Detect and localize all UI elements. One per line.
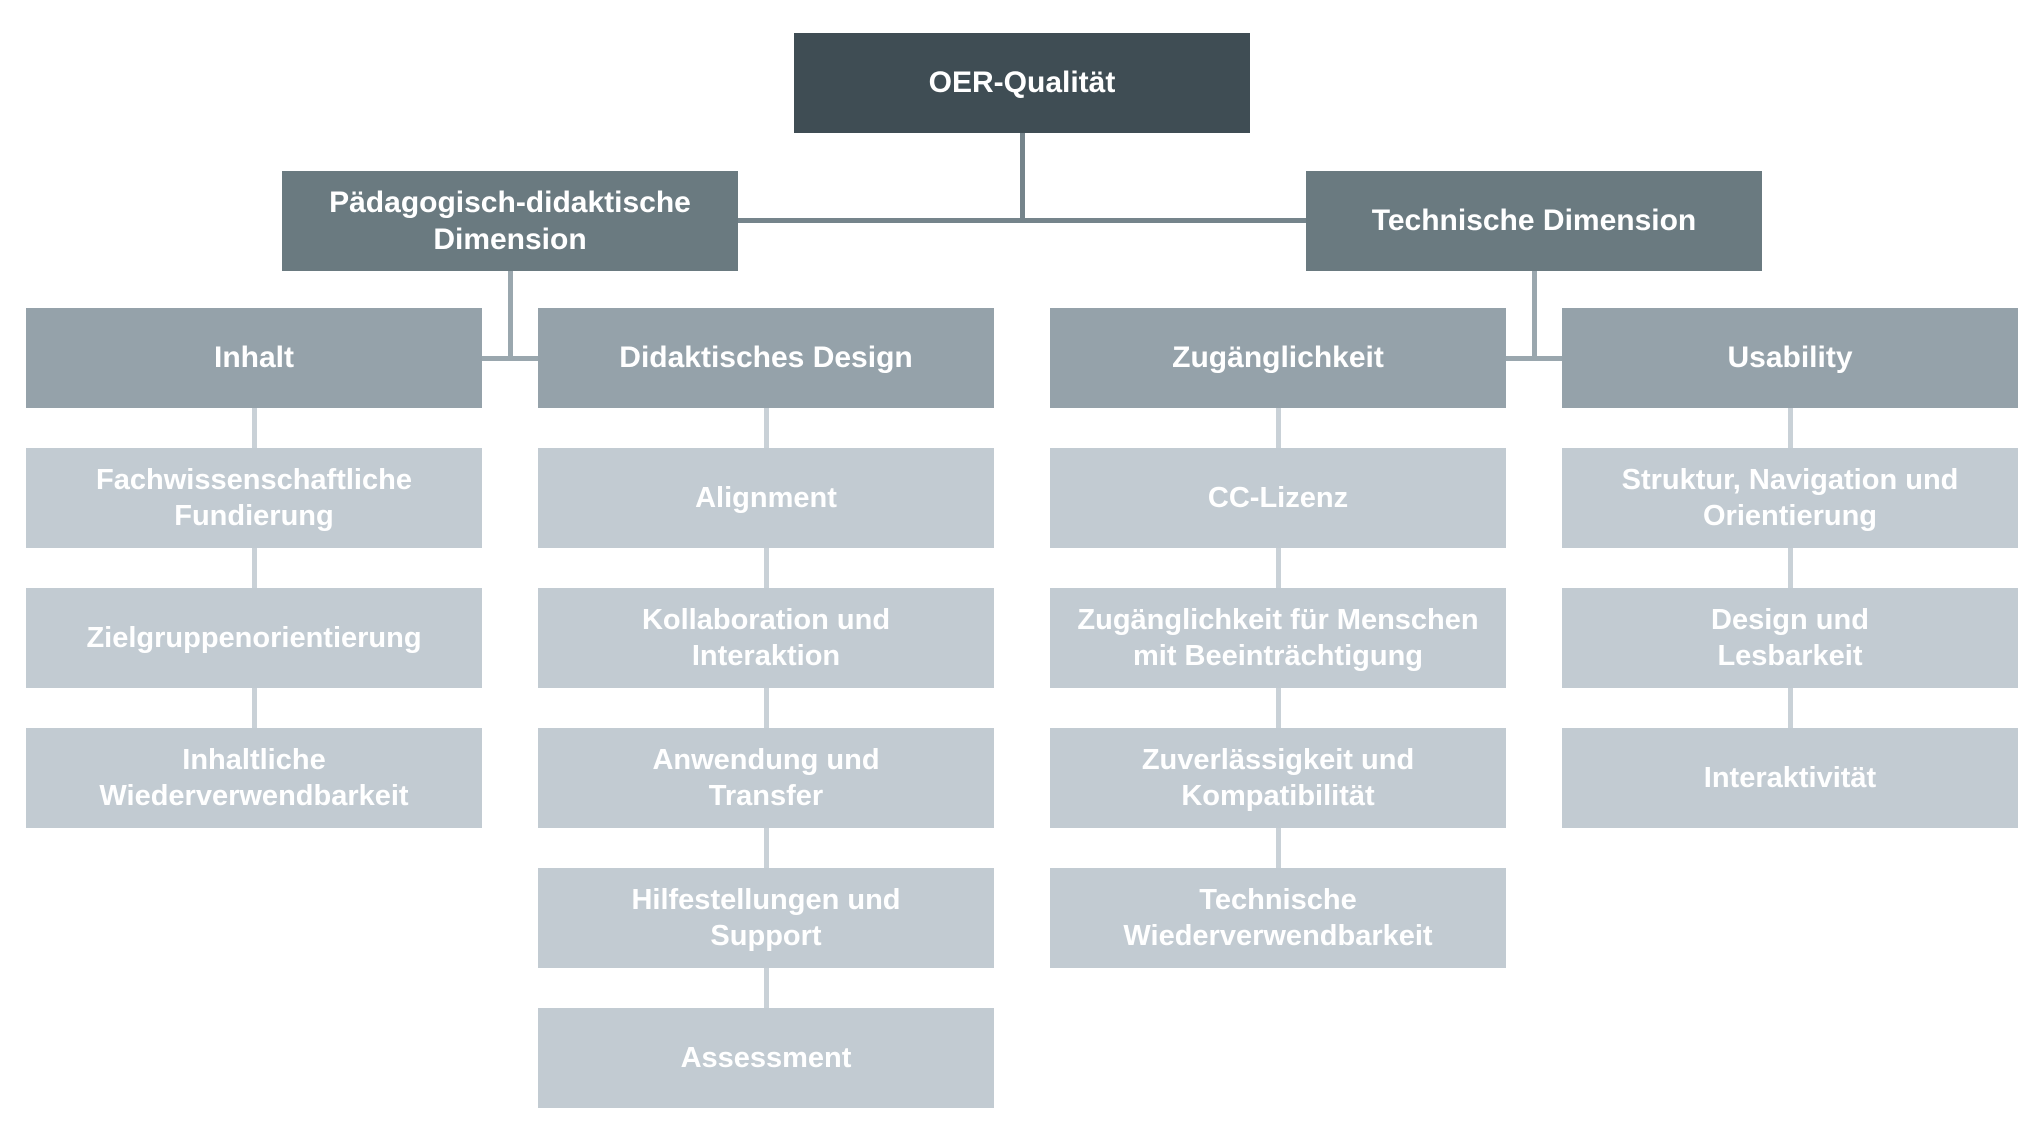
connector-col1-1: [251, 408, 257, 448]
child-box-fachwissenschaftliche-fundierung: Fachwissenschaftliche Fundierung: [26, 448, 482, 548]
connector-dimension-right-vertical: [1531, 271, 1537, 358]
child-box-inhaltliche-wiederverwendbarkeit: Inhaltliche Wiederverwendbarkeit: [26, 728, 482, 828]
connector-col2-4: [763, 828, 769, 868]
child-box-zugaenglichkeit-menschen-beeintraechtigung: Zugänglichkeit für Menschen mit Beeinträ…: [1050, 588, 1506, 688]
child-box-struktur-navigation-orientierung: Struktur, Navigation und Orientierung: [1562, 448, 2018, 548]
connector-dimension-right-stub: [1506, 355, 1562, 361]
child-box-kollaboration-und-interaktion: Kollaboration und Interaktion: [538, 588, 994, 688]
connector-col3-1: [1275, 408, 1281, 448]
connector-dimension-left-stub: [482, 355, 538, 361]
connector-col1-2: [251, 548, 257, 588]
header-box-inhalt: Inhalt: [26, 308, 482, 408]
connector-col4-3: [1787, 688, 1793, 728]
connector-col2-1: [763, 408, 769, 448]
child-box-assessment: Assessment: [538, 1008, 994, 1108]
root-box-oer-qualitaet: OER-Qualität: [794, 33, 1250, 133]
child-box-zielgruppenorientierung: Zielgruppenorientierung: [26, 588, 482, 688]
child-box-anwendung-und-transfer: Anwendung und Transfer: [538, 728, 994, 828]
connector-col3-4: [1275, 828, 1281, 868]
connector-root-vertical: [1019, 133, 1025, 222]
child-box-zuverlaessigkeit-und-kompatibilitaet: Zuverlässigkeit und Kompatibilität: [1050, 728, 1506, 828]
connector-col3-2: [1275, 548, 1281, 588]
child-box-design-und-lesbarkeit: Design und Lesbarkeit: [1562, 588, 2018, 688]
dimension-box-paedagogisch-didaktisch: Pädagogisch-didaktische Dimension: [282, 171, 738, 271]
connector-col2-2: [763, 548, 769, 588]
child-box-interaktivitaet: Interaktivität: [1562, 728, 2018, 828]
connector-col2-5: [763, 968, 769, 1008]
header-box-zugaenglichkeit: Zugänglichkeit: [1050, 308, 1506, 408]
connector-dimension-left-vertical: [507, 271, 513, 358]
child-box-cc-lizenz: CC-Lizenz: [1050, 448, 1506, 548]
header-box-didaktisches-design: Didaktisches Design: [538, 308, 994, 408]
child-box-hilfestellungen-und-support: Hilfestellungen und Support: [538, 868, 994, 968]
connector-col3-3: [1275, 688, 1281, 728]
dimension-box-technisch: Technische Dimension: [1306, 171, 1762, 271]
connector-col1-3: [251, 688, 257, 728]
child-box-alignment: Alignment: [538, 448, 994, 548]
header-box-usability: Usability: [1562, 308, 2018, 408]
connector-dimensions-horizontal: [738, 217, 1306, 223]
connector-col2-3: [763, 688, 769, 728]
child-box-technische-wiederverwendbarkeit: Technische Wiederverwendbarkeit: [1050, 868, 1506, 968]
connector-col4-1: [1787, 408, 1793, 448]
connector-col4-2: [1787, 548, 1793, 588]
